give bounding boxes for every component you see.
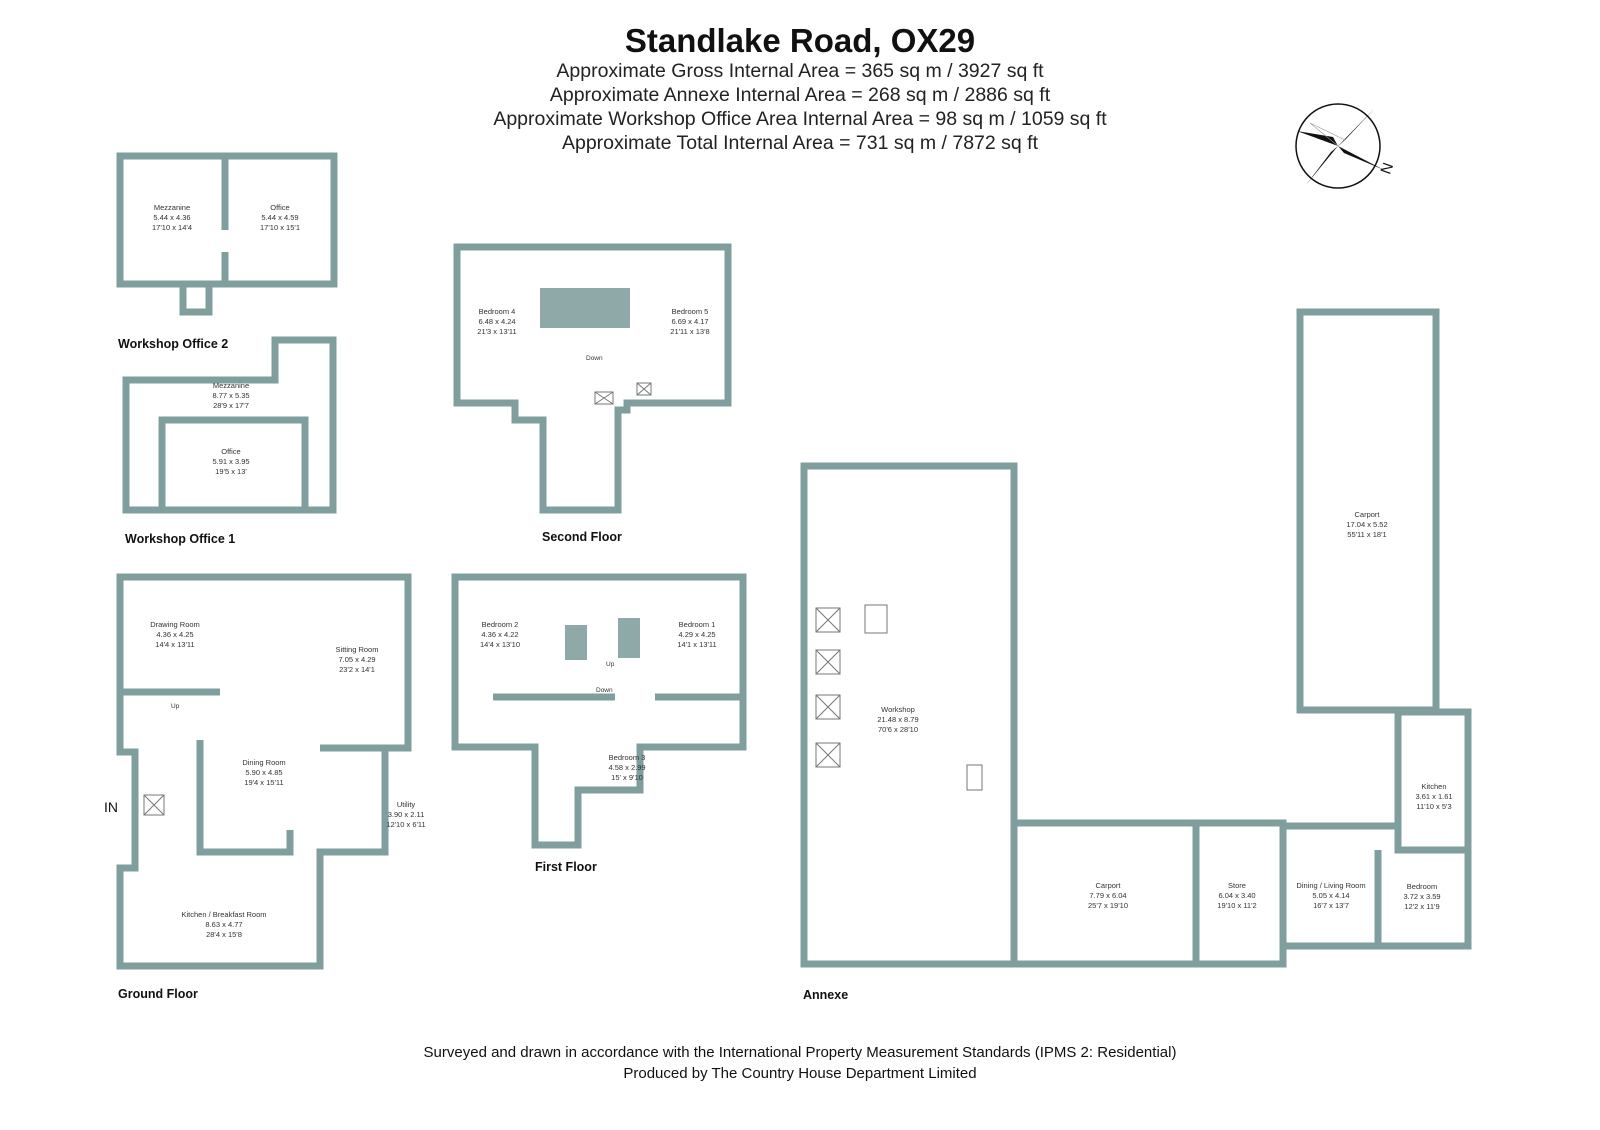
ground-floor-chimney-wall [196,740,294,856]
workshop-wall [800,462,1018,968]
stair-down-label: Down [596,687,613,694]
footer-producer: Produced by The Country House Department… [623,1065,977,1082]
floor-label-ground-floor: Ground Floor [118,987,198,1001]
skylights [143,382,983,816]
chimney-blocks [540,288,640,660]
wo2-stair-well [179,280,213,316]
floor-label-second-floor: Second Floor [542,530,622,544]
walls [116,152,1472,970]
entrance-label: IN [104,799,118,815]
wo1-outer-wall [122,336,337,514]
footer-standards: Surveyed and drawn in accordance with th… [423,1044,1177,1061]
stair-up-label: Up [606,661,615,668]
floor-label-workshop-office-2: Workshop Office 2 [118,337,229,351]
floor-label-first-floor: First Floor [535,860,597,874]
first-floor-outer-wall [451,573,747,849]
wo1-office-wall [158,416,309,514]
annexe-hall-wall [1283,706,1402,830]
annexe-living-wall [1279,708,1472,950]
annexe-area: Approximate Annexe Internal Area = 268 s… [549,84,1051,106]
floor-label-workshop-office-1: Workshop Office 1 [125,532,236,546]
floor-label-annexe: Annexe [803,988,849,1002]
gross-area: Approximate Gross Internal Area = 365 sq… [556,60,1044,82]
second-floor-outer-wall [453,243,732,514]
total-area: Approximate Total Internal Area = 731 sq… [561,132,1039,154]
workshop-office-area: Approximate Workshop Office Area Interna… [493,108,1107,130]
compass-rose [1295,103,1384,189]
page-title: Standlake Road, OX29 [624,22,976,59]
stair-down-label: Down [586,355,603,362]
stair-up-label: Up [171,703,180,710]
